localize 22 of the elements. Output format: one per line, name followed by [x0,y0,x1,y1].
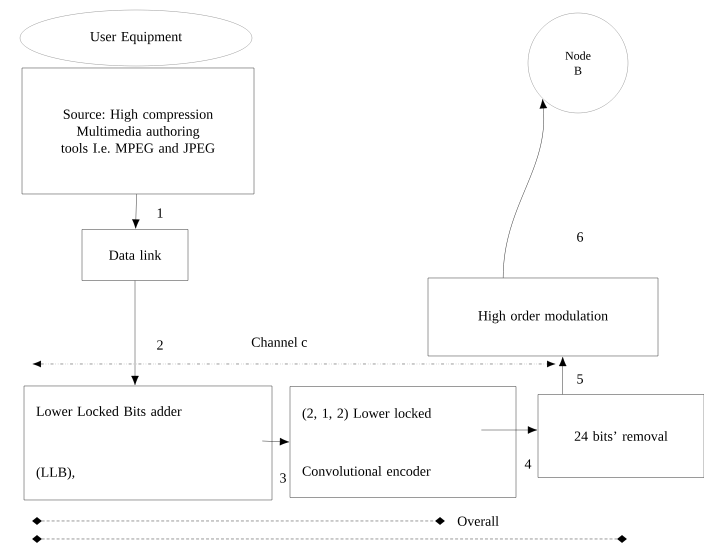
edge-label: 4 [524,459,532,469]
line-label: Channel c [252,337,307,347]
arrow [132,194,140,229]
arrow [558,356,567,394]
arrow [262,438,290,446]
arrow [481,426,538,434]
process-box: (2, 1, 2) Lower locked Convolutional encoder [290,386,516,498]
line-label: Overall [458,516,499,526]
process-box: High order modulation [428,278,658,356]
edge-label: 6 [577,232,584,242]
ellipse-node: User Equipment [20,10,252,66]
arrow [131,280,139,386]
edge-label: 5 [577,374,583,384]
process-box: Data link [82,229,188,281]
source-box: Source: High compression Multimedia authoring tools I.e. MPEG and JPEG [22,68,254,194]
process-box: Lower Locked Bits adder (LLB), [24,386,272,500]
edge-label: 3 [280,473,286,483]
circle-node: Node B [528,12,628,114]
edge-label: 2 [157,340,163,350]
edge-label: 1 [158,208,163,218]
arrow [502,99,548,278]
process-box: 24 bits’ removal [538,394,704,478]
